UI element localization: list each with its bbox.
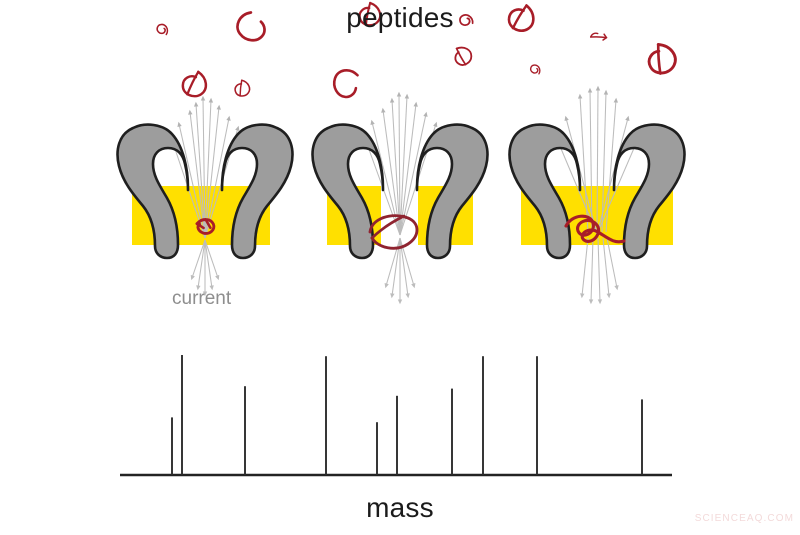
- peptide-in-pore-3: [564, 214, 626, 244]
- nanopore-panel-1: [116, 95, 294, 297]
- axis-label-mass: mass: [366, 492, 434, 523]
- current-label: current: [172, 288, 232, 309]
- peptide-12: [643, 39, 680, 78]
- peptide-10: [529, 63, 542, 75]
- peptide-7: [449, 42, 476, 69]
- watermark: SCIENCEAQ.COM: [694, 513, 794, 524]
- peptide-in-pore-1: [195, 218, 216, 235]
- nanopore-panel-2: [311, 91, 489, 305]
- peptide-3: [179, 67, 211, 101]
- peptide-5: [327, 64, 365, 102]
- nanopore-panel-3: [508, 85, 686, 305]
- peptide-4: [233, 78, 251, 98]
- spectrum-peak-group: [171, 355, 643, 475]
- page-title-peptides: peptides: [346, 2, 454, 33]
- current-field-3: [552, 85, 643, 305]
- peptide-in-pore-2: [368, 214, 419, 250]
- mass-spectrum: [120, 355, 672, 477]
